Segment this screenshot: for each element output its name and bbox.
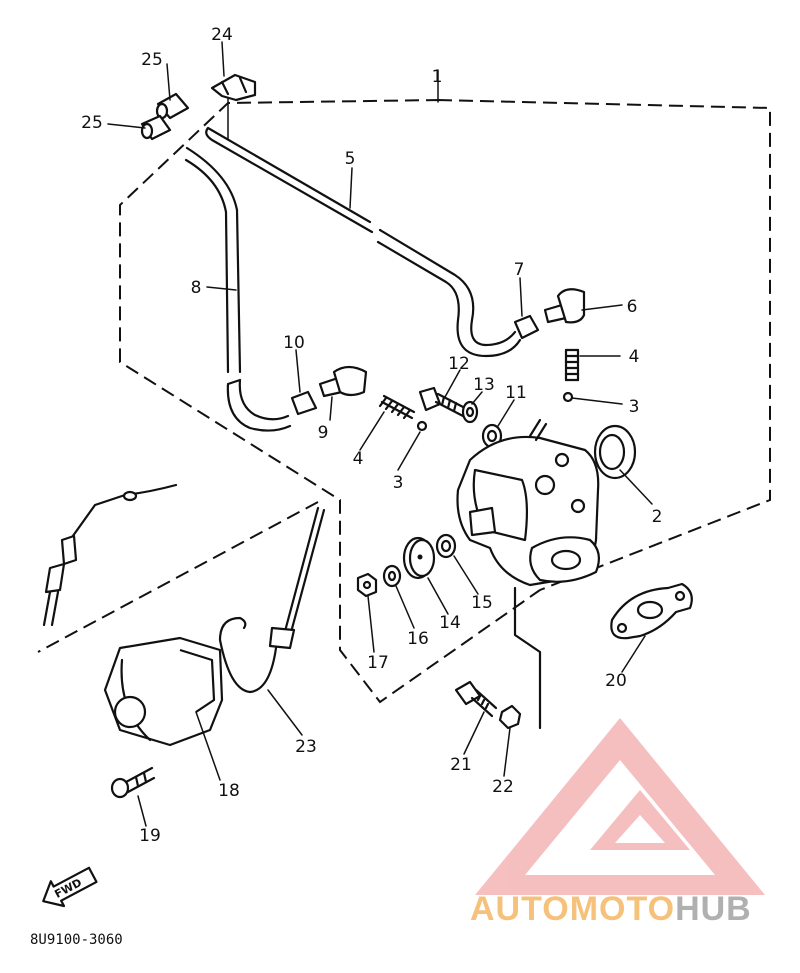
screw-19 <box>110 766 156 799</box>
label-part-24: 24 <box>211 25 233 45</box>
oil-pump-assembly <box>456 418 601 730</box>
bushing-25-upper <box>155 92 190 120</box>
label-part-7: 7 <box>514 260 525 280</box>
label-part-13: 13 <box>473 375 495 395</box>
catalog-code: 8U9100-3060 <box>30 932 123 948</box>
label-part-12: 12 <box>448 354 470 374</box>
label-part-20: 20 <box>605 671 627 691</box>
forward-arrow-icon: FWD <box>42 866 98 908</box>
label-part-19: 19 <box>139 826 161 846</box>
ball-3-lower <box>416 420 428 432</box>
ball-3-upper <box>562 391 574 403</box>
watermark-text: AUTOMOTOHUB <box>470 890 752 928</box>
label-part-4: 4 <box>629 347 640 367</box>
label-part-25: 25 <box>81 113 103 133</box>
pulley-14 <box>402 536 436 580</box>
label-part-3: 3 <box>393 473 404 493</box>
label-part-18: 18 <box>218 781 240 801</box>
washer-15 <box>435 533 457 559</box>
label-part-17: 17 <box>367 653 389 673</box>
washer-13 <box>461 400 479 424</box>
collar-10 <box>290 390 318 416</box>
label-part-4: 4 <box>353 449 364 469</box>
bolt-21 <box>454 680 498 718</box>
cover-18 <box>103 636 224 747</box>
bushing-25-lower <box>140 114 172 141</box>
label-part-8: 8 <box>191 278 202 298</box>
bolt-12 <box>418 386 467 418</box>
label-part-10: 10 <box>283 333 305 353</box>
spring-4-lower <box>378 394 416 420</box>
gasket-20 <box>610 582 693 640</box>
label-part-14: 14 <box>439 613 461 633</box>
watermark-logo <box>475 718 765 895</box>
watermark-text-hub: HUB <box>675 890 752 928</box>
cable-23 <box>218 506 326 694</box>
oil-seal-2 <box>593 424 637 480</box>
label-part-16: 16 <box>407 629 429 649</box>
label-part-1: 1 <box>432 67 443 87</box>
watermark-text-auto-moto: AUTOMOTO <box>470 890 675 928</box>
label-part-22: 22 <box>492 777 514 797</box>
label-part-5: 5 <box>345 149 356 169</box>
hose-8 <box>184 146 292 432</box>
label-part-9: 9 <box>318 423 329 443</box>
clamp-24 <box>210 73 257 102</box>
nut-17 <box>356 572 378 598</box>
label-part-11: 11 <box>505 383 527 403</box>
elbow-fitting-9 <box>318 365 368 398</box>
nut-22 <box>498 704 522 730</box>
elbow-fitting-6 <box>543 288 586 324</box>
hose-5 <box>205 126 522 358</box>
label-part-15: 15 <box>471 593 493 613</box>
spring-4-upper <box>564 348 580 382</box>
label-part-21: 21 <box>450 755 472 775</box>
washer-16 <box>382 564 402 588</box>
label-part-2: 2 <box>652 507 663 527</box>
label-part-23: 23 <box>295 737 317 757</box>
label-part-6: 6 <box>627 297 638 317</box>
wire-harness <box>42 483 178 627</box>
part-number-labels: 1 2 3 3 4 4 5 6 7 8 9 10 11 12 13 14 15 … <box>81 25 662 846</box>
label-part-25: 25 <box>141 50 163 70</box>
label-part-3: 3 <box>629 397 640 417</box>
leader-lines <box>107 41 653 827</box>
clip-7 <box>513 314 540 340</box>
